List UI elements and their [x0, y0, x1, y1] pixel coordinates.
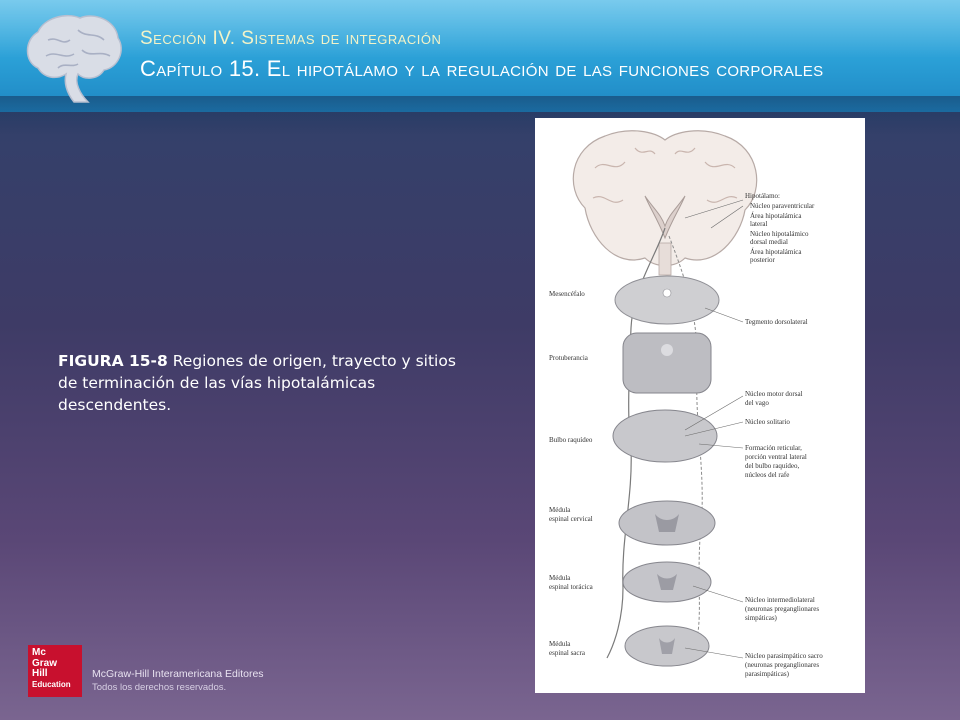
label-mesencefalo: Mesencéfalo [549, 290, 585, 298]
label-protuberancia: Protuberancia [549, 354, 589, 362]
medulla-section [612, 409, 718, 463]
label-area-posterior-1: Área hipotalámica [750, 248, 802, 256]
label-parasimpatico-2: (neuronas preganglionares [745, 661, 819, 669]
hypothalamic-pathways-diagram: Mesencéfalo Protuberancia Bulbo raquídeo… [549, 130, 823, 678]
label-medula-toracica-2: espinal torácica [549, 583, 594, 591]
leader-lines [684, 199, 744, 659]
brain-icon [26, 14, 122, 103]
figure-panel: Mesencéfalo Protuberancia Bulbo raquídeo… [535, 118, 865, 693]
label-tegmento: Tegmento dorsolateral [745, 318, 808, 326]
label-paraventricular: Núcleo paraventricular [750, 202, 815, 210]
label-parasimpatico-1: Núcleo parasimpático sacro [745, 652, 823, 660]
label-area-posterior-2: posterior [750, 256, 776, 264]
section-title: Sección IV. Sistemas de integración [140, 28, 442, 49]
label-formacion-2: porción ventral lateral [745, 453, 807, 461]
figure-caption-text: Regiones de origen, trayecto y sitios de… [58, 352, 456, 414]
label-formacion-1: Formación reticular, [745, 444, 802, 452]
mesencephalon-section [614, 275, 720, 325]
label-motor-vago-1: Núcleo motor dorsal [745, 390, 803, 398]
label-formacion-4: núcleos del rafe [745, 471, 789, 479]
publisher-name: McGraw-Hill Interamericana Editores [92, 668, 264, 680]
label-intermediolateral-2: (neuronas preganglionares [745, 605, 819, 613]
logo-line-2: Graw [32, 657, 58, 669]
header-shine [0, 0, 960, 58]
logo-line-1: Mc [32, 647, 46, 658]
label-intermediolateral-1: Núcleo intermediolateral [745, 596, 815, 604]
label-medula-cervical-2: espinal cervical [549, 515, 593, 523]
label-solitario: Núcleo solitario [745, 418, 790, 426]
label-medula-sacra-1: Médula [549, 640, 571, 648]
label-bulbo: Bulbo raquídeo [549, 436, 593, 444]
logo-line-3: Hill [32, 668, 48, 679]
label-medula-sacra-2: espinal sacra [549, 649, 586, 657]
figure-label: FIGURA 15-8 [58, 352, 168, 370]
rights-notice: Todos los derechos reservados. [92, 682, 227, 693]
label-area-lateral-1: Área hipotalámica [750, 212, 802, 220]
label-parasimpatico-3: parasimpáticas) [745, 670, 790, 678]
chapter-title: Capítulo 15. El hipotálamo y la regulaci… [140, 56, 824, 81]
label-medula-cervical-1: Médula [549, 506, 571, 514]
label-dorsal-medial-1: Núcleo hipotalámico [750, 230, 809, 238]
slide-header [0, 0, 960, 112]
label-medula-toracica-1: Médula [549, 574, 571, 582]
figure-caption: FIGURA 15-8 Regiones de origen, trayecto… [58, 350, 478, 416]
label-dorsal-medial-2: dorsal medial [750, 238, 788, 246]
label-area-lateral-2: lateral [750, 220, 768, 228]
label-motor-vago-2: del vago [745, 399, 769, 407]
pons-section [622, 332, 712, 394]
label-formacion-3: del bulbo raquídeo, [745, 462, 799, 470]
logo-line-4: Education [32, 679, 71, 689]
label-hipotalamo: Hipotálamo: [745, 192, 780, 200]
mcgraw-hill-logo: Mc Graw Hill Education [28, 645, 82, 697]
coronal-brain-section [572, 130, 758, 276]
label-intermediolateral-3: simpáticas) [745, 614, 778, 622]
